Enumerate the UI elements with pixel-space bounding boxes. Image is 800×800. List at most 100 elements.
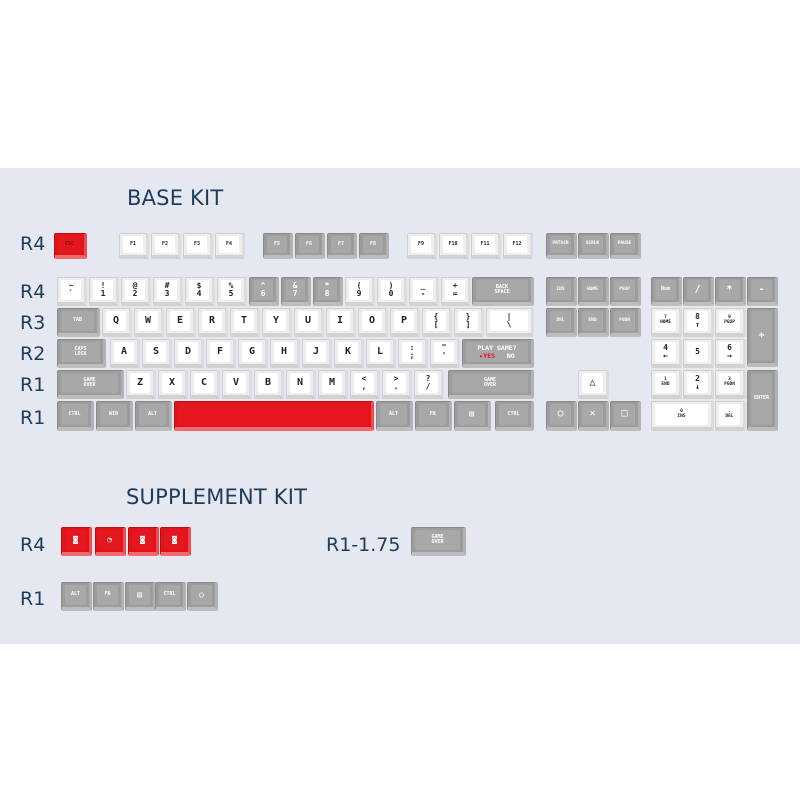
key-kp2-legend: 2 ↓ (695, 373, 700, 391)
key-m-legend: M (328, 376, 336, 388)
key-x-legend: X (168, 376, 176, 388)
key-n0-legend: ) 0 (388, 280, 394, 298)
key-n1-legend: ! 1 (100, 280, 106, 298)
key-minus-legend: _ - (420, 280, 426, 298)
key-pgdn-legend: PGDN (619, 317, 630, 323)
key-period-legend: > . (393, 373, 399, 391)
key-ins: INS (546, 277, 577, 306)
key-kp7-legend: 7 HOME (660, 315, 671, 325)
key-ralt: ALT (376, 401, 413, 431)
key-l: L (366, 339, 396, 368)
key-kp6-legend: 6 → (727, 342, 732, 360)
key-down-legend: ✕ (589, 408, 596, 420)
key-f7-legend: F7 (337, 240, 345, 247)
key-ins-legend: INS (556, 286, 565, 292)
enter-legend-yes: ▸YES (479, 352, 496, 360)
key-z-legend: Z (136, 376, 144, 388)
key-enter: PLAY GAME?▸YES NO (462, 339, 534, 368)
key-b: B (254, 370, 284, 399)
key-win-legend: WIN (108, 410, 119, 417)
key-prtsc: PRTSCR (546, 233, 577, 259)
key-home: HOME (578, 277, 609, 306)
key-kp2: 2 ↓ (683, 370, 714, 399)
key-win: WIN (96, 401, 133, 431)
key-g-legend: G (248, 345, 256, 357)
key-b-legend: B (264, 376, 272, 388)
key-pause: PAUSE (610, 233, 641, 259)
key-e: E (166, 308, 196, 337)
key-f6: F6 (295, 233, 325, 259)
row-label-r1-bottom: R1 (20, 407, 46, 429)
key-esc-legend: ESC (64, 240, 75, 247)
key-k-legend: K (344, 345, 352, 357)
key-n9-legend: ( 9 (356, 280, 362, 298)
key-n4: $ 4 (185, 277, 215, 306)
supplement-kit-title: SUPPLEMENT KIT (126, 485, 308, 509)
key-del-legend: DEL (556, 317, 565, 323)
key-backspace: BACK SPACE (472, 277, 534, 306)
key-equal: + = (441, 277, 471, 306)
key-left-legend: ○ (557, 408, 564, 420)
key-kp5: 5 (683, 339, 714, 368)
key-s-circle-legend: ○ (199, 589, 204, 599)
row-label-r4-num: R4 (20, 281, 46, 303)
key-scrlk: SCRLK (578, 233, 609, 259)
key-rbracket-legend: } ] (465, 311, 471, 329)
key-backslash-legend: | \ (506, 311, 512, 329)
key-end-legend: END (588, 317, 597, 323)
key-r: R (198, 308, 228, 337)
key-pause-legend: PAUSE (617, 241, 632, 247)
key-scrlk-legend: SCRLK (585, 241, 600, 247)
key-f9: F9 (407, 233, 437, 259)
key-o-legend: O (368, 314, 376, 326)
key-a: A (110, 339, 140, 368)
key-up: △ (578, 370, 609, 399)
key-quote: " ' (430, 339, 460, 368)
key-v-legend: V (232, 376, 240, 388)
key-comma-legend: < , (361, 373, 367, 391)
key-g: G (238, 339, 268, 368)
key-q-legend: Q (112, 314, 120, 326)
key-kp-minus: - (747, 277, 778, 306)
key-s-ghost1-legend: ◙ (73, 534, 78, 544)
key-e-legend: E (176, 314, 184, 326)
key-minus: _ - (409, 277, 439, 306)
key-lbracket: { [ (422, 308, 452, 337)
key-u-legend: U (304, 314, 312, 326)
key-kp8: 8 ↑ (683, 308, 714, 337)
key-up-legend: △ (589, 376, 596, 388)
key-l-legend: L (376, 345, 384, 357)
key-kp-div: / (683, 277, 714, 306)
key-y-legend: Y (272, 314, 280, 326)
row-label-r4-fn: R4 (20, 233, 46, 255)
key-kp0-legend: 0 INS (677, 408, 686, 419)
key-caps: CAPS LOCK (57, 339, 106, 368)
key-f3-legend: F3 (193, 240, 201, 247)
key-s-alt-legend: ALT (70, 591, 81, 598)
key-j: J (302, 339, 332, 368)
key-j-legend: J (312, 345, 320, 357)
key-numlock: Num (651, 277, 682, 306)
key-kp-mul: * (715, 277, 746, 306)
key-right-legend: □ (621, 408, 628, 420)
key-ralt-legend: ALT (388, 410, 399, 417)
key-kp-mul-legend: * (726, 283, 733, 295)
key-menu: ▤ (454, 401, 491, 431)
key-f4-legend: F4 (225, 240, 233, 247)
key-s-pac: ◔ (95, 527, 126, 556)
key-s-ghost2-legend: ◙ (140, 534, 145, 544)
key-n6: ^ 6 (249, 277, 279, 306)
key-kp-dot-legend: . DEL (725, 408, 734, 419)
key-f4: F4 (215, 233, 245, 259)
key-equal-legend: + = (452, 280, 458, 298)
key-lshift: GAME OVER (57, 370, 124, 399)
key-pgup-legend: PGUP (619, 286, 630, 292)
key-kp-div-legend: / (694, 283, 701, 295)
key-z: Z (126, 370, 156, 399)
key-v: V (222, 370, 252, 399)
key-w-legend: W (144, 314, 152, 326)
key-rctrl-legend: CTRL (507, 410, 520, 417)
key-d: D (174, 339, 204, 368)
key-fn-legend: FN (429, 410, 436, 417)
key-backspace-legend: BACK SPACE (494, 283, 510, 295)
